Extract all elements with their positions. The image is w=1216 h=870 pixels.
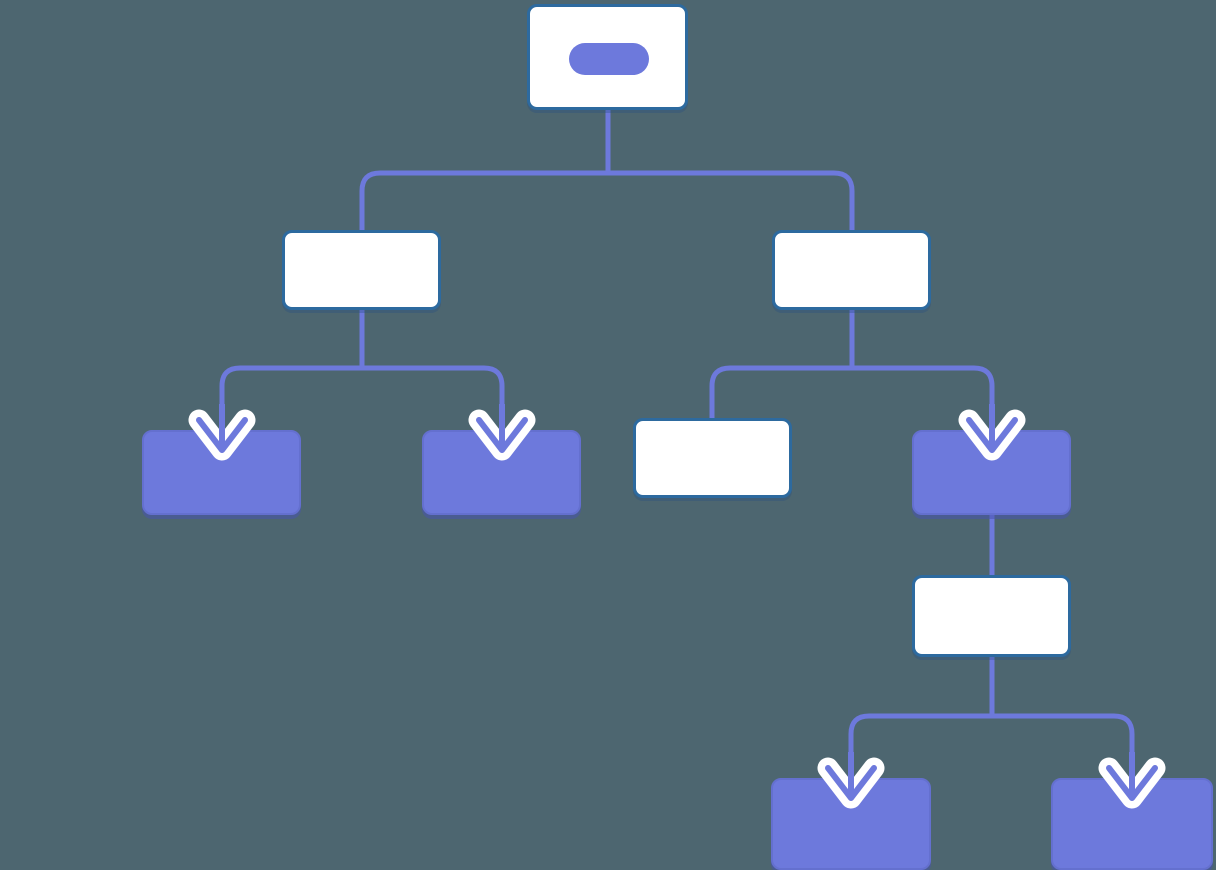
- leaf-node-2[interactable]: [422, 430, 581, 515]
- leaf-node-5[interactable]: [771, 778, 931, 870]
- branch-node-right[interactable]: [772, 230, 931, 310]
- edge-path-lower-leaf6: [992, 713, 1135, 780]
- edge-path-left-leaf1: [219, 365, 362, 432]
- node-interior-lines-group: [359, 58, 995, 648]
- edge-path-right-plain: [709, 365, 852, 420]
- plain-node-3[interactable]: [633, 418, 792, 498]
- branch-node-lower[interactable]: [912, 575, 1071, 657]
- leaf-node-4[interactable]: [912, 430, 1071, 515]
- edge-path-left-leaf2: [362, 365, 505, 432]
- edge-path-lower-leaf5: [848, 713, 992, 780]
- branch-node-left[interactable]: [282, 230, 441, 310]
- root-node[interactable]: [527, 4, 688, 110]
- root-node-badge: [569, 43, 649, 75]
- leaf-node-6[interactable]: [1051, 778, 1213, 870]
- leaf-node-1[interactable]: [142, 430, 301, 515]
- edge-path-right-leaf4: [852, 365, 995, 432]
